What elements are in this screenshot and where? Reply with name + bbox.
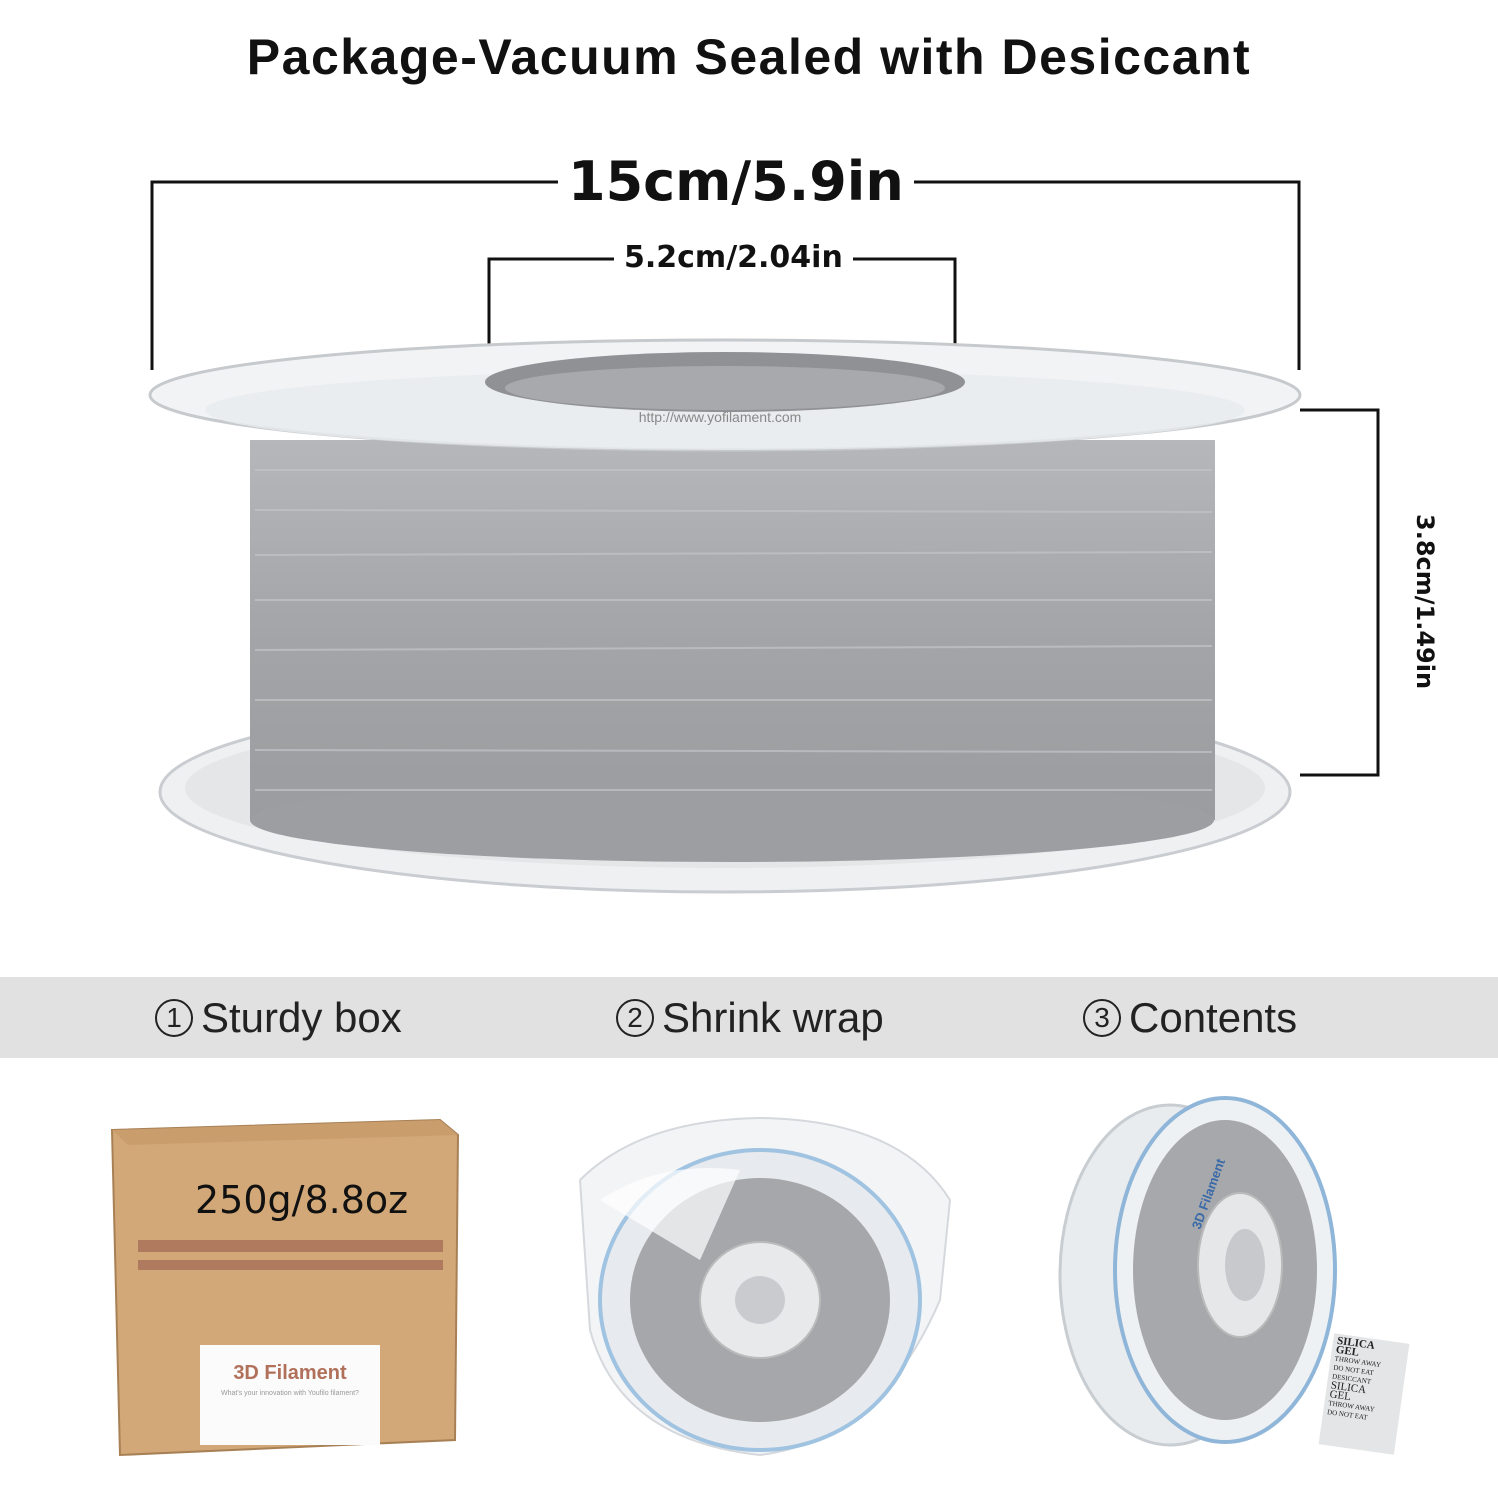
box-label-title: 3D Filament (233, 1362, 347, 1384)
contents-spool-image: 3D Filament (1058, 1096, 1337, 1447)
hub-diameter-label: 5.2cm/2.04in (614, 240, 853, 275)
outer-diameter-label: 15cm/5.9in (558, 150, 914, 213)
step-label: Sturdy box (201, 994, 402, 1041)
desiccant-packet: SILICA GEL THROW AWAY DO NOT EAT DESICCA… (1318, 1333, 1410, 1455)
step-label: Contents (1129, 994, 1298, 1041)
page-title: Package-Vacuum Sealed with Desiccant (246, 29, 1252, 85)
filament-spool: http://www.yofilament.com (148, 338, 1302, 894)
box-weight: 250g/8.8oz (195, 1178, 409, 1222)
step-number: 2 (616, 999, 654, 1037)
shrink-wrapped-spool-image (578, 1116, 952, 1457)
step-sturdy-box: 1 Sturdy box (155, 994, 402, 1042)
step-number: 3 (1083, 999, 1121, 1037)
width-label: 3.8cm/1.49in (1411, 514, 1439, 690)
spool-url: http://www.yofilament.com (639, 409, 802, 425)
step-shrink-wrap: 2 Shrink wrap (616, 994, 884, 1042)
sturdy-box-image (110, 1118, 460, 1457)
step-contents: 3 Contents (1083, 994, 1297, 1042)
step-number: 1 (155, 999, 193, 1037)
step-label: Shrink wrap (662, 994, 884, 1041)
box-label-subtitle: What's your innovation with Youfilo fila… (221, 1390, 359, 1397)
steps-band (0, 977, 1498, 1058)
